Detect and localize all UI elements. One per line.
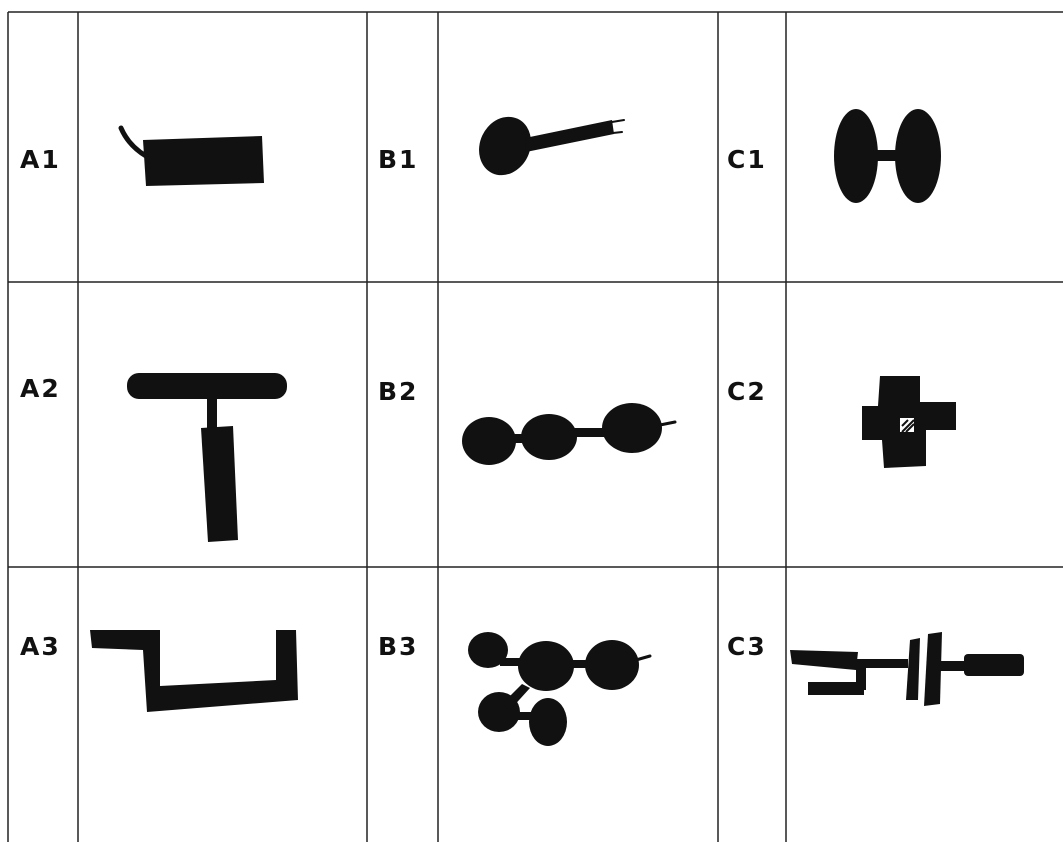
cell-label-b3: B3	[378, 632, 418, 661]
shape-a3	[90, 630, 298, 712]
shape-c2	[862, 376, 956, 468]
cell-label-c1: C1	[727, 145, 767, 174]
shape-b1	[470, 108, 624, 184]
cell-label-c2: C2	[727, 377, 767, 406]
shape-a1	[121, 128, 264, 186]
shape-b2	[462, 403, 675, 465]
shape-a2	[127, 373, 287, 542]
cell-label-a2: A2	[20, 374, 61, 403]
cell-label-b1: B1	[378, 145, 418, 174]
shape-c3	[790, 632, 1024, 706]
shape-b3	[468, 632, 650, 746]
shape-c1	[834, 109, 941, 203]
cell-label-a3: A3	[20, 632, 61, 661]
cell-label-c3: C3	[727, 632, 767, 661]
cell-label-b2: B2	[378, 377, 418, 406]
cell-label-a1: A1	[20, 145, 61, 174]
